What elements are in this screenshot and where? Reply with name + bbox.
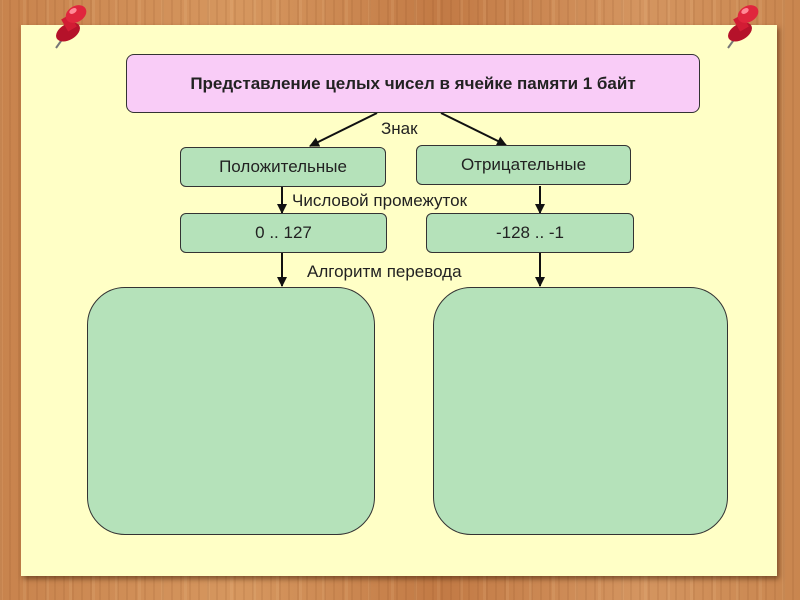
- negative-box: Отрицательные: [416, 145, 631, 185]
- diagram-title: Представление целых чисел в ячейке памят…: [126, 54, 700, 113]
- positive-range-box: 0 .. 127: [180, 213, 387, 253]
- sign-label: Знак: [381, 119, 418, 138]
- negative-algorithm-area: [433, 287, 728, 535]
- range-label: Числовой промежуток: [292, 191, 468, 210]
- pushpin-icon: [55, 5, 87, 49]
- arrow-to-negative: [440, 112, 507, 146]
- algorithm-label: Алгоритм перевода: [307, 262, 462, 281]
- pushpin-icon: [727, 5, 759, 49]
- arrow-to-positive: [309, 112, 378, 147]
- negative-range-box: -128 .. -1: [426, 213, 634, 253]
- positive-algorithm-area: [87, 287, 375, 535]
- positive-box: Положительные: [180, 147, 386, 187]
